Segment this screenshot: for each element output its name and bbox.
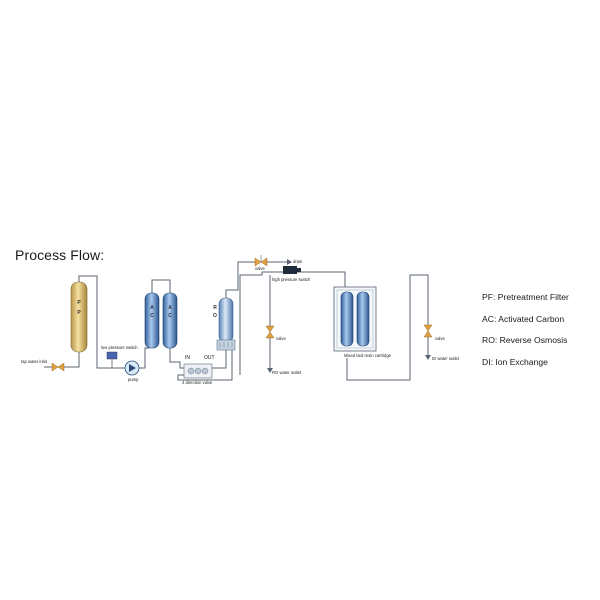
- diagram-panel: [8, 243, 592, 388]
- inlet-valve-icon: [51, 362, 65, 372]
- pipe-pf-to-pump: [78, 275, 126, 369]
- ro-letter-1: R: [213, 305, 217, 311]
- pf-letter-2: P: [77, 310, 81, 316]
- four-direction-valve-label: 4 direction valve: [182, 380, 213, 385]
- tap-water-inlet-label: tap water inlet: [21, 359, 48, 364]
- pf-vessel: [70, 281, 88, 353]
- ac-vessel-1: [144, 292, 160, 349]
- valve-di-label: valve: [435, 336, 445, 341]
- ro-water-outlet-label: RO water outlet: [272, 370, 302, 375]
- low-pressure-switch-label: low pressure switch: [101, 345, 138, 350]
- pipe-ro-to-top: [225, 261, 255, 298]
- mixed-bed-cartridge-label: Mixed bed resin cartridge: [344, 353, 392, 358]
- legend-item-ro: RO: Reverse Osmosis: [482, 335, 568, 345]
- pipe-ac1-to-ac2: [151, 279, 171, 293]
- valve-ro-label: valve: [276, 336, 286, 341]
- drain-valve-icon: [254, 255, 268, 267]
- ac-vessel-2: [162, 292, 178, 349]
- legend: PF: Pretreatment Filter AC: Activated Ca…: [482, 287, 569, 373]
- four-direction-valve-icon: [183, 363, 213, 379]
- legend-item-di: DI: Ion Exchange: [482, 356, 548, 367]
- low-pressure-switch-icon: [106, 351, 118, 368]
- mixed-bed-cartridge: [333, 286, 377, 352]
- legend-item-ac: AC: Activated Carbon: [482, 313, 565, 324]
- ro-vessel: [216, 297, 236, 351]
- ro-outlet-valve-icon: [265, 325, 275, 373]
- pipe-ac2-to-valve4: [169, 348, 184, 369]
- in-label: IN: [185, 355, 190, 361]
- ac2-letter-2: C: [168, 313, 172, 319]
- out-label: OUT: [204, 355, 215, 361]
- high-pressure-switch-label: high pressure switch: [272, 277, 311, 282]
- pf-letter-1: P: [77, 300, 81, 306]
- high-pressure-switch-icon: [283, 266, 301, 274]
- pipe-valve4-to-ro: [212, 350, 227, 369]
- ac2-letter-1: A: [168, 305, 172, 311]
- drain-arrow-icon: [287, 259, 292, 265]
- legend-item-pf: PF: Pretreatment Filter: [482, 292, 569, 302]
- ac1-letter-1: A: [150, 305, 154, 311]
- page-title: Process Flow:: [15, 247, 105, 263]
- di-outlet-valve-icon: [423, 324, 433, 360]
- ro-letter-2: O: [213, 313, 217, 319]
- valve-top-label: valve: [255, 266, 265, 271]
- pump-label: pump: [128, 377, 139, 382]
- pipe-di-out: [346, 274, 429, 381]
- pipe-ro-bottom-loop: [177, 350, 233, 381]
- pipe-hp-switch: [239, 271, 346, 375]
- ac1-letter-2: C: [150, 313, 154, 319]
- pump-icon: [124, 360, 140, 376]
- pipe-pump-to-ac1: [139, 347, 149, 369]
- pipe-network: [44, 261, 429, 381]
- drain-label: drain: [293, 259, 303, 264]
- di-water-outlet-label: DI water outlet: [432, 356, 459, 361]
